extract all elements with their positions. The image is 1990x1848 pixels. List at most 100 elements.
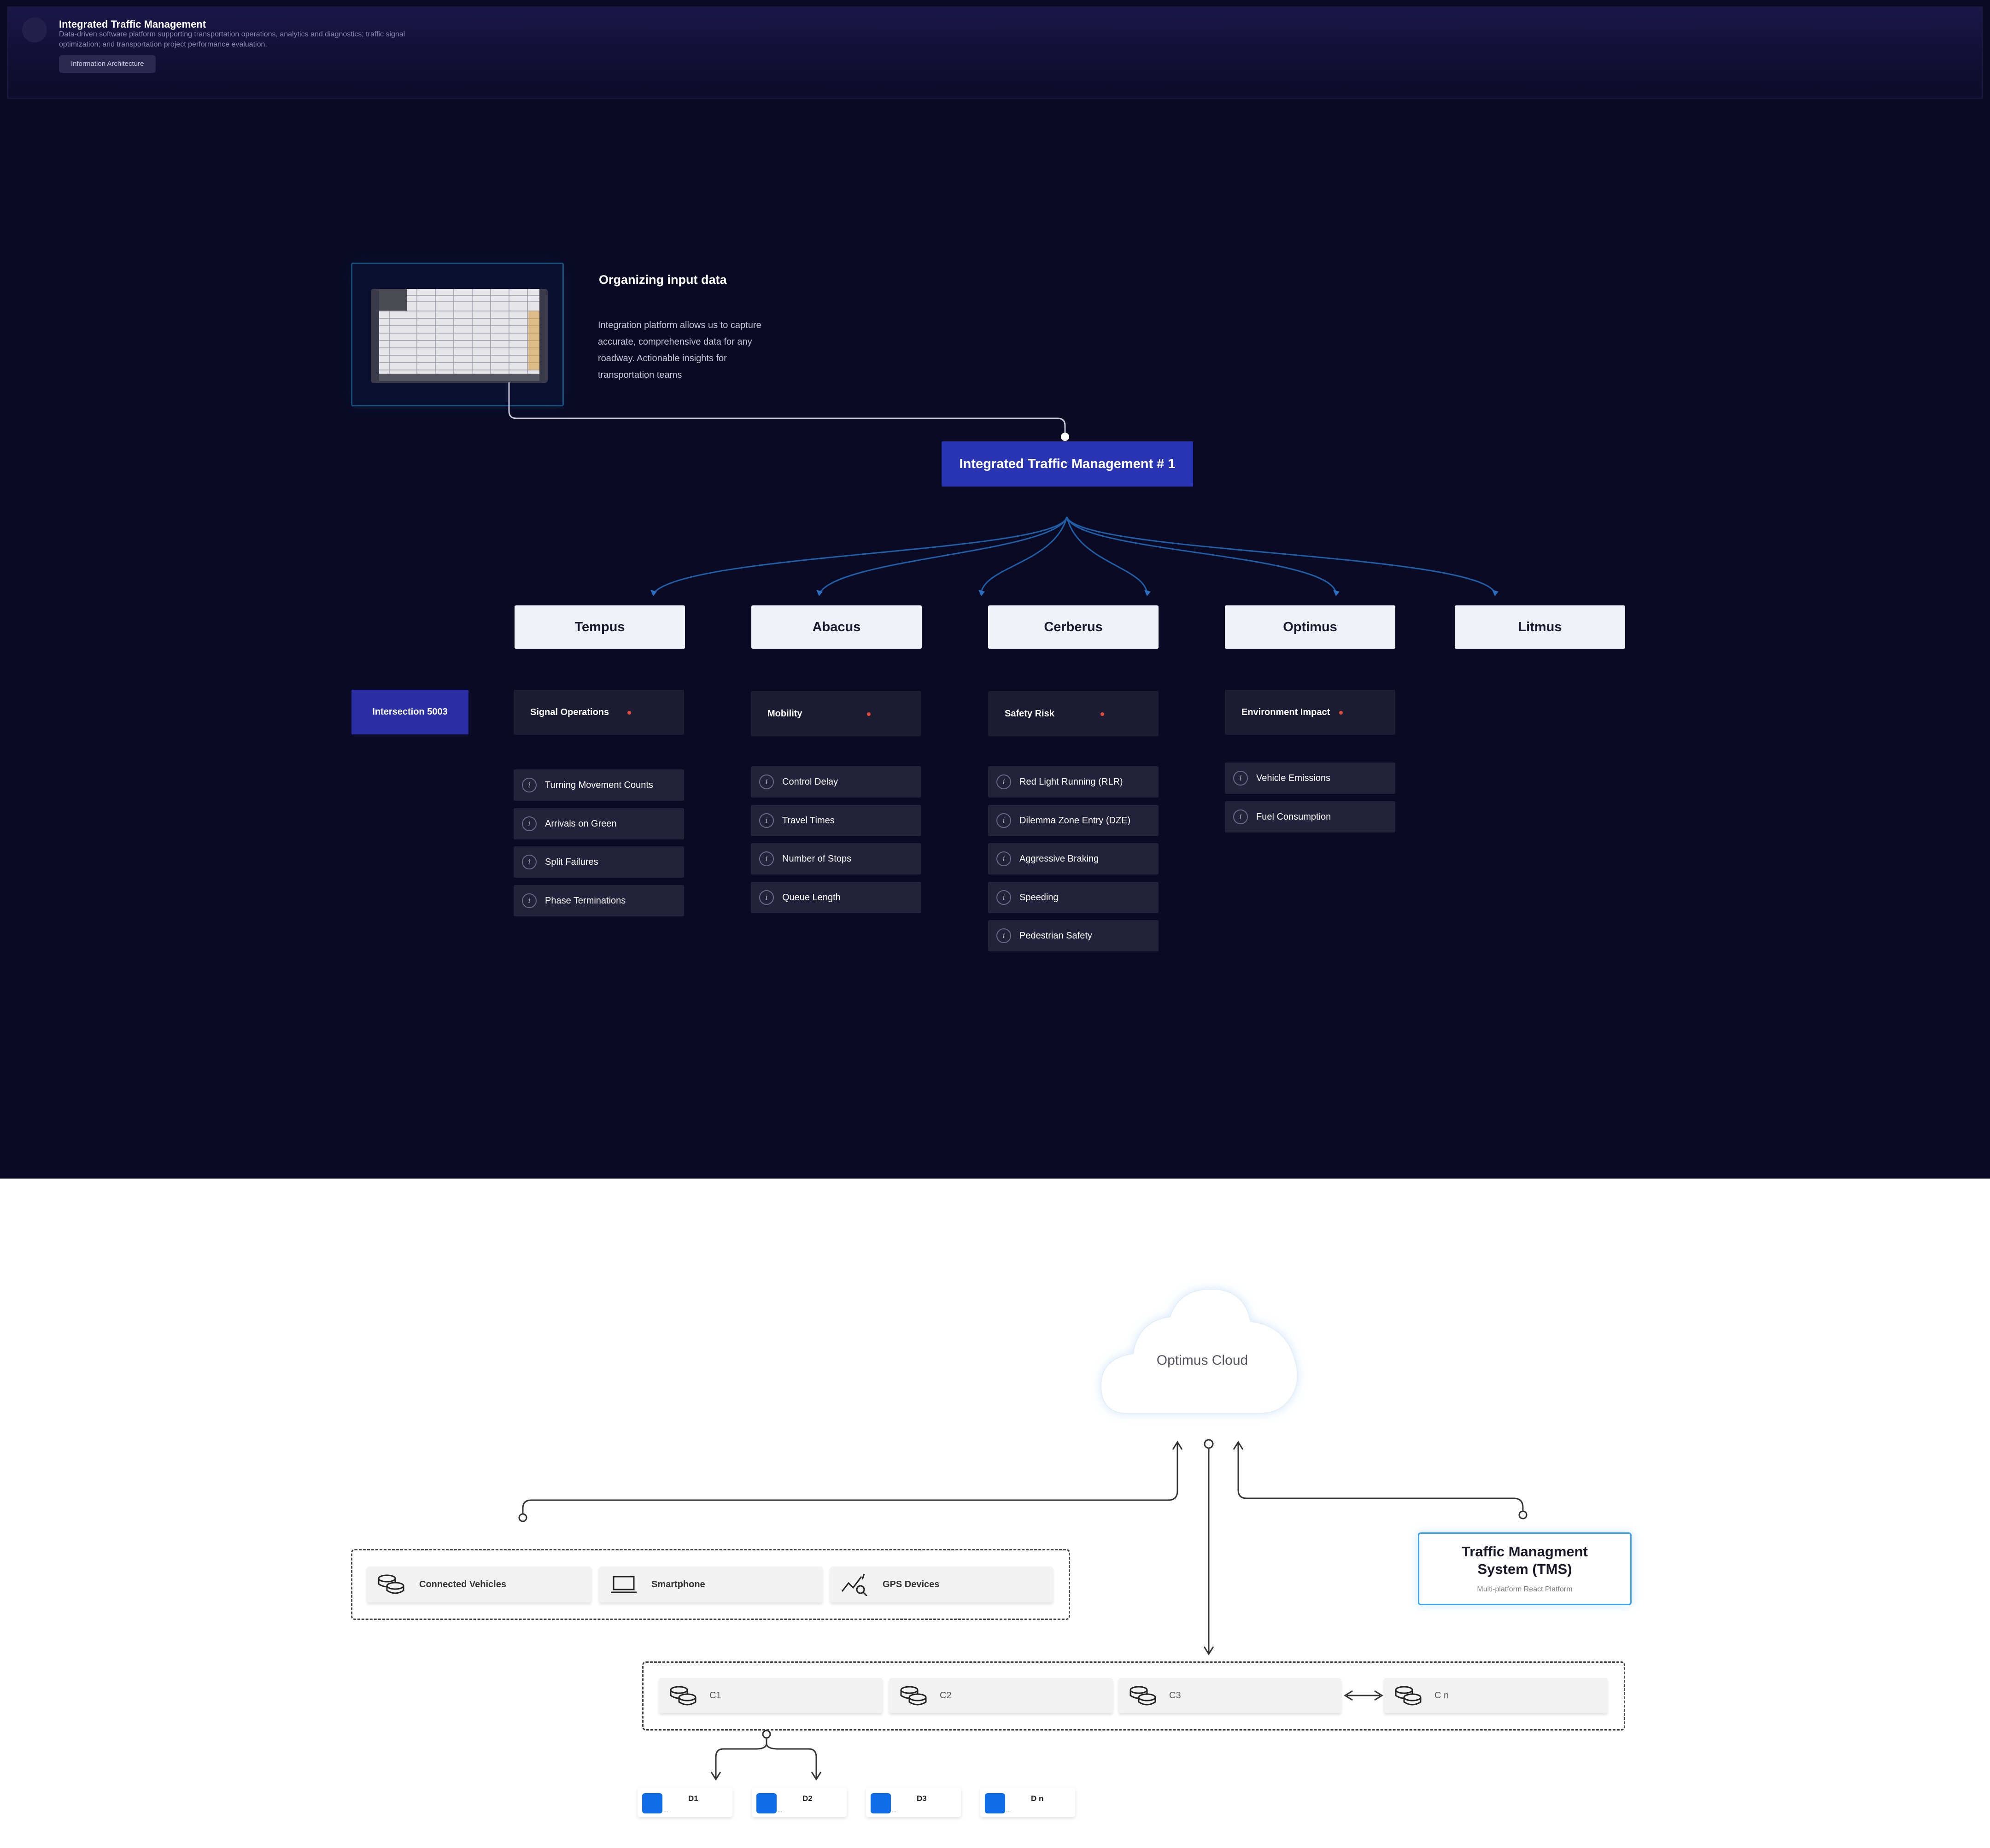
- info-icon[interactable]: i: [996, 813, 1011, 828]
- root-node[interactable]: Integrated Traffic Management # 1: [942, 441, 1193, 487]
- cluster-group: [642, 1661, 1625, 1731]
- device-d1[interactable]: D1 ...: [638, 1788, 732, 1817]
- info-icon[interactable]: i: [522, 855, 537, 869]
- metric-label: Pedestrian Safety: [1019, 931, 1092, 941]
- info-icon[interactable]: i: [1233, 810, 1248, 824]
- metric-label: Aggressive Braking: [1019, 854, 1099, 864]
- source-smartphone[interactable]: Smartphone: [599, 1566, 823, 1602]
- metric-item[interactable]: i Number of Stops: [751, 843, 921, 874]
- category-safety-risk[interactable]: Safety Risk: [988, 691, 1159, 736]
- metric-label: Vehicle Emissions: [1256, 773, 1331, 783]
- metric-item[interactable]: i Turning Movement Counts: [514, 769, 684, 801]
- metric-item[interactable]: i Pedestrian Safety: [988, 920, 1159, 951]
- tms-node[interactable]: Traffic Managment System (TMS) Multi-pla…: [1418, 1532, 1632, 1605]
- info-icon[interactable]: i: [759, 851, 774, 866]
- info-icon[interactable]: i: [1233, 771, 1248, 786]
- metric-label: Speeding: [1019, 892, 1059, 903]
- category-label: Signal Operations: [530, 707, 609, 717]
- database-icon: [1395, 1686, 1422, 1706]
- category-mobility[interactable]: Mobility: [751, 691, 921, 736]
- category-signal-operations[interactable]: Signal Operations: [514, 690, 684, 735]
- organizing-description: Integration platform allows us to captur…: [598, 320, 761, 380]
- info-icon[interactable]: i: [759, 774, 774, 789]
- cluster-c2[interactable]: C2: [889, 1678, 1113, 1713]
- device-d3[interactable]: D3 ...: [866, 1788, 961, 1817]
- database-icon: [900, 1686, 927, 1706]
- database-icon: [378, 1574, 404, 1594]
- project-title: Integrated Traffic Management: [59, 18, 206, 30]
- cluster-cn[interactable]: C n: [1384, 1678, 1608, 1713]
- metric-label: Phase Terminations: [545, 896, 626, 906]
- tree-connectors: [508, 382, 1498, 596]
- cluster-c3[interactable]: C3: [1118, 1678, 1341, 1713]
- module-tempus[interactable]: Tempus: [515, 605, 685, 649]
- architecture-connectors: [518, 1439, 1528, 1781]
- tms-subtitle: Multi-platform React Platform: [1477, 1585, 1573, 1593]
- intersection-node[interactable]: Intersection 5003: [351, 690, 468, 734]
- device-label: D3: [917, 1794, 927, 1803]
- tms-title-line-1: Traffic Managment: [1462, 1543, 1588, 1560]
- device-ellipsis: ...: [778, 1807, 783, 1813]
- module-cerberus[interactable]: Cerberus: [988, 605, 1159, 649]
- project-description: Data-driven software platform supporting…: [59, 30, 405, 48]
- metric-item[interactable]: i Red Light Running (RLR): [988, 766, 1159, 798]
- laptop-icon: [611, 1576, 637, 1593]
- metric-label: Queue Length: [782, 892, 841, 903]
- module-optimus[interactable]: Optimus: [1225, 605, 1395, 649]
- metric-item[interactable]: i Fuel Consumption: [1225, 801, 1395, 833]
- metric-label: Fuel Consumption: [1256, 812, 1331, 822]
- spreadsheet-preview-icon: [371, 289, 548, 383]
- info-icon[interactable]: i: [759, 890, 774, 905]
- database-icon: [670, 1686, 696, 1706]
- device-ellipsis: ...: [663, 1807, 668, 1813]
- metric-item[interactable]: i Control Delay: [751, 766, 921, 798]
- device-ellipsis: ...: [892, 1807, 897, 1813]
- info-icon[interactable]: i: [996, 774, 1011, 789]
- metric-label: Number of Stops: [782, 854, 852, 864]
- cloud-label: Optimus Cloud: [1156, 1353, 1248, 1368]
- metric-item[interactable]: i Phase Terminations: [514, 885, 684, 916]
- source-connected-vehicles[interactable]: Connected Vehicles: [367, 1566, 591, 1602]
- module-abacus[interactable]: Abacus: [751, 605, 922, 649]
- metric-item[interactable]: i Dilemma Zone Entry (DZE): [988, 805, 1159, 836]
- module-litmus[interactable]: Litmus: [1455, 605, 1625, 649]
- device-icon: [985, 1793, 1005, 1813]
- status-dot-icon: [866, 712, 871, 716]
- info-icon[interactable]: i: [522, 816, 537, 831]
- device-label: D2: [802, 1794, 813, 1803]
- project-logo: [22, 18, 47, 42]
- category-tag[interactable]: Information Architecture: [59, 55, 156, 73]
- metric-label: Control Delay: [782, 777, 838, 787]
- metric-item[interactable]: i Queue Length: [751, 882, 921, 913]
- metric-label: Dilemma Zone Entry (DZE): [1019, 815, 1131, 826]
- device-dn[interactable]: D n ...: [980, 1788, 1075, 1817]
- data-table-thumbnail: [351, 263, 564, 406]
- info-icon[interactable]: i: [522, 778, 537, 792]
- chart-search-icon: [841, 1573, 868, 1596]
- tms-title-line-2: System (TMS): [1477, 1561, 1572, 1577]
- info-icon[interactable]: i: [996, 851, 1011, 866]
- metric-item[interactable]: i Speeding: [988, 882, 1159, 913]
- source-label: Smartphone: [651, 1579, 705, 1590]
- cluster-label: C3: [1169, 1690, 1181, 1701]
- device-icon: [871, 1793, 891, 1813]
- info-icon[interactable]: i: [759, 813, 774, 828]
- metric-item[interactable]: i Vehicle Emissions: [1225, 763, 1395, 794]
- metric-item[interactable]: i Aggressive Braking: [988, 843, 1159, 874]
- metric-label: Red Light Running (RLR): [1019, 777, 1123, 787]
- category-environment-impact[interactable]: Environment Impact: [1225, 690, 1395, 735]
- device-d2[interactable]: D2 ...: [752, 1788, 847, 1817]
- info-icon[interactable]: i: [522, 893, 537, 908]
- database-icon: [1130, 1686, 1156, 1706]
- device-ellipsis: ...: [1006, 1807, 1011, 1813]
- device-label: D n: [1031, 1794, 1044, 1803]
- project-header: Integrated Traffic Management Data-drive…: [7, 6, 1983, 99]
- source-gps-devices[interactable]: GPS Devices: [830, 1566, 1053, 1602]
- metric-label: Turning Movement Counts: [545, 780, 653, 790]
- info-icon[interactable]: i: [996, 928, 1011, 943]
- cluster-c1[interactable]: C1: [659, 1678, 883, 1713]
- info-icon[interactable]: i: [996, 890, 1011, 905]
